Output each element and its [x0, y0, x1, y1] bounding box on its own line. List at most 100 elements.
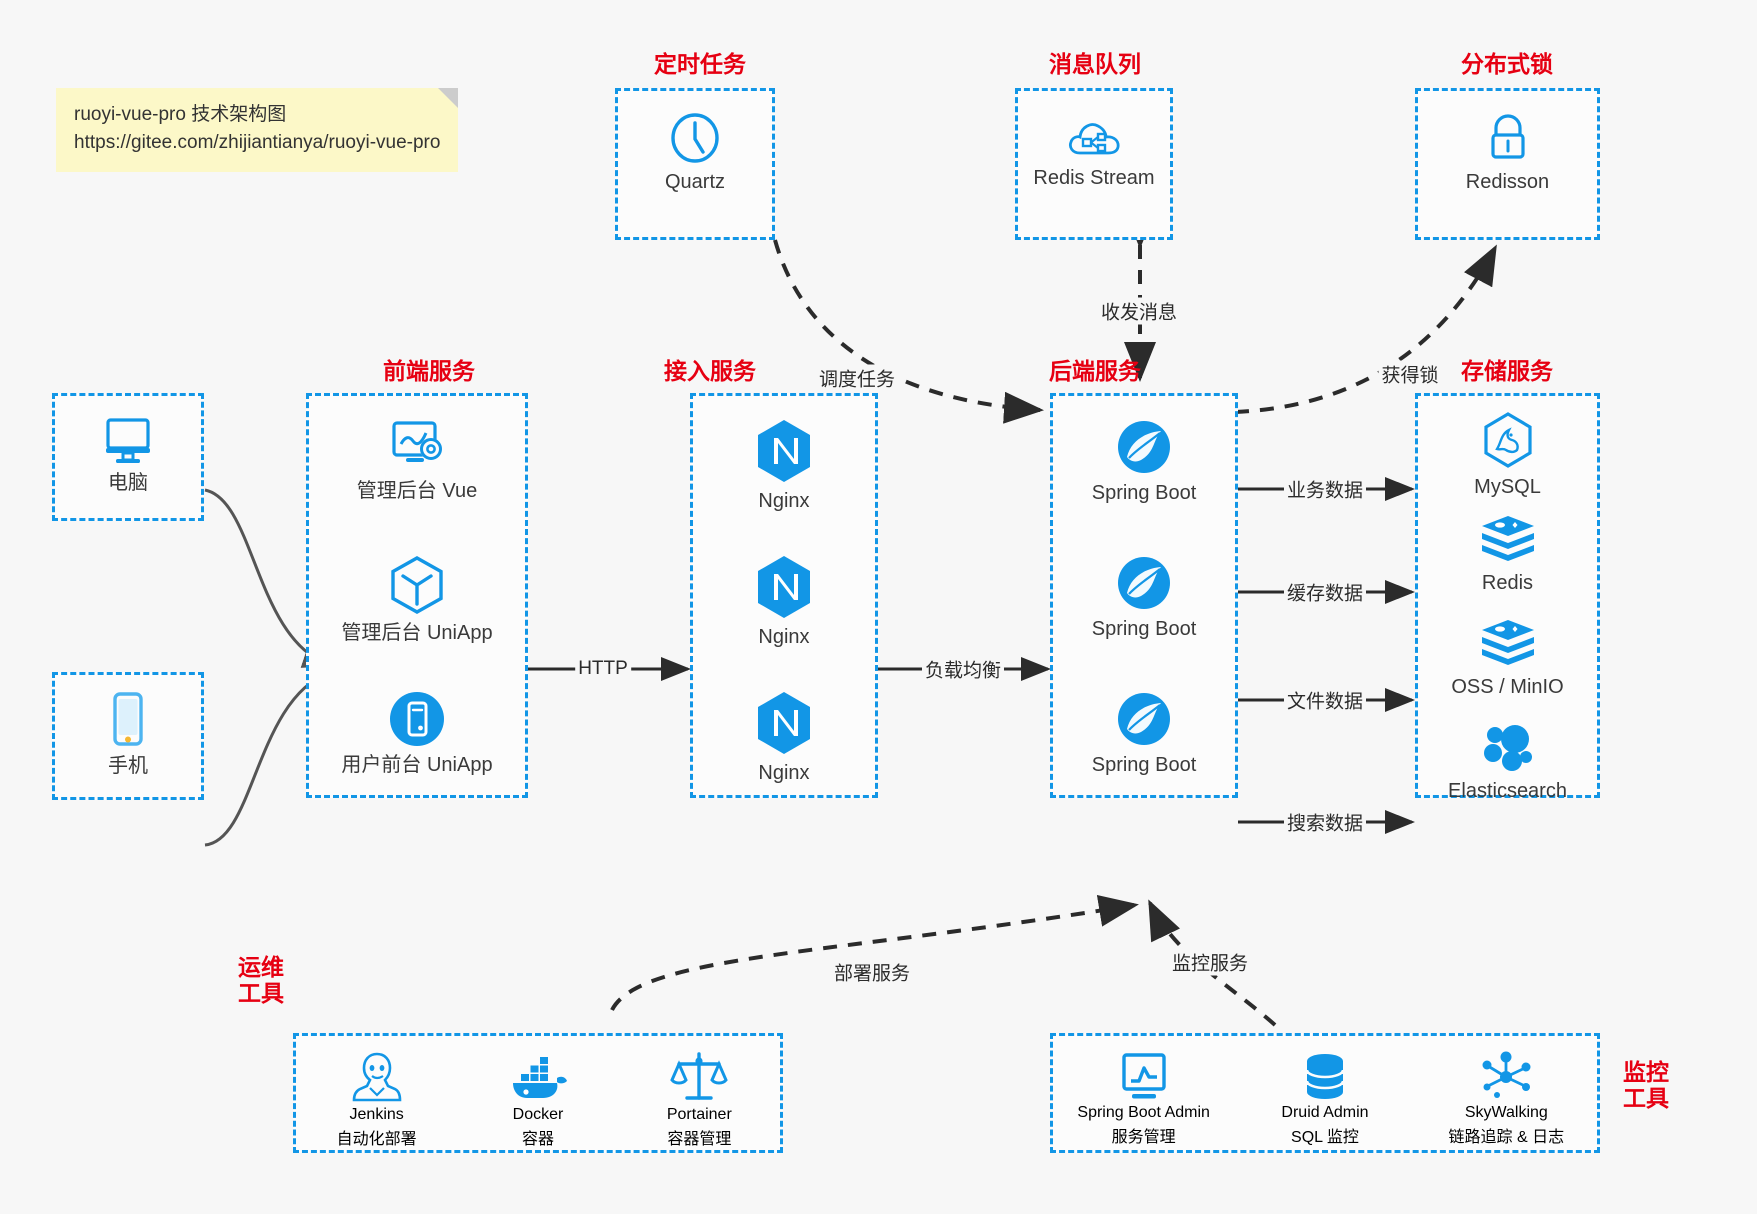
- node-redisson[interactable]: Redisson: [1418, 111, 1597, 194]
- node-nginx-2[interactable]: Nginx: [693, 554, 875, 649]
- node-label: Nginx: [758, 762, 810, 784]
- node-name: Spring Boot Admin: [1077, 1104, 1210, 1121]
- node-nginx-1[interactable]: Nginx: [693, 418, 875, 513]
- node-desktop[interactable]: 电脑: [55, 414, 201, 495]
- node-label: Redis: [1481, 572, 1534, 594]
- monitor-chart-icon: [1121, 1053, 1166, 1099]
- node-redis-stream[interactable]: Redis Stream: [1018, 113, 1170, 190]
- edge-label-schedule-task: 调度任务: [815, 364, 899, 392]
- group-box-gateway: Nginx Nginx Nginx: [690, 393, 878, 798]
- mobile-app-icon: [390, 692, 444, 746]
- group-title-message-queue: 消息队列: [1049, 51, 1141, 77]
- group-title-devops-line1: 运维: [238, 954, 284, 980]
- group-title-monitor-line2: 工具: [1623, 1084, 1669, 1111]
- node-label: Nginx: [758, 626, 810, 648]
- diagram-note: ruoyi-vue-pro 技术架构图 https://gitee.com/zh…: [56, 88, 459, 173]
- mysql-icon: [1483, 412, 1532, 468]
- edge-label-load-balance: 负载均衡: [921, 655, 1005, 683]
- group-title-distributed-lock: 分布式锁: [1461, 51, 1553, 77]
- node-desc: 自动化部署: [336, 1131, 417, 1148]
- node-spring-boot-admin[interactable]: Spring Boot Admin 服务管理: [1053, 1050, 1234, 1147]
- group-box-distributed-lock: Redisson: [1415, 88, 1600, 240]
- node-quartz[interactable]: Quartz: [618, 111, 772, 194]
- node-name: SkyWalking: [1464, 1104, 1548, 1121]
- node-jenkins[interactable]: Jenkins 自动化部署: [296, 1050, 457, 1149]
- node-label: MySQL: [1474, 476, 1541, 498]
- group-box-frontend: 管理后台 Vue 管理后台 UniApp 用户前台 UniApp: [306, 393, 528, 798]
- node-nginx-3[interactable]: Nginx: [693, 690, 875, 785]
- clock-icon: [671, 113, 719, 163]
- node-label: 管理后台 Vue: [356, 480, 478, 502]
- group-title-devops: 运维 工具: [230, 954, 292, 1007]
- edge-label-search-data: 搜索数据: [1283, 808, 1367, 836]
- dashboard-settings-icon: [392, 421, 442, 462]
- group-title-frontend: 前端服务: [383, 358, 475, 384]
- node-elasticsearch[interactable]: Elasticsearch: [1418, 722, 1597, 803]
- node-user-uniapp[interactable]: 用户前台 UniApp: [309, 690, 525, 777]
- group-box-client-mobile: 手机: [52, 672, 204, 800]
- group-box-client-desktop: 电脑: [52, 393, 204, 521]
- node-admin-uniapp[interactable]: 管理后台 UniApp: [309, 554, 525, 645]
- node-desc: 服务管理: [1111, 1129, 1176, 1146]
- group-title-gateway: 接入服务: [664, 358, 756, 384]
- node-label: Quartz: [664, 171, 726, 193]
- node-spring-boot-2[interactable]: Spring Boot: [1053, 554, 1235, 641]
- node-spring-boot-1[interactable]: Spring Boot: [1053, 418, 1235, 505]
- node-name: Druid Admin: [1281, 1104, 1369, 1121]
- mobile-phone-icon: [113, 692, 143, 746]
- node-name: Portainer: [666, 1106, 732, 1123]
- note-line-2: https://gitee.com/zhijiantianya/ruoyi-vu…: [74, 132, 441, 154]
- skywalking-icon: [1482, 1051, 1531, 1098]
- node-druid-admin[interactable]: Druid Admin SQL 监控: [1234, 1050, 1415, 1147]
- node-label: Spring Boot: [1091, 754, 1197, 776]
- node-label: Redis Stream: [1033, 167, 1155, 189]
- node-mysql[interactable]: MySQL: [1418, 412, 1597, 499]
- node-docker[interactable]: Docker 容器: [457, 1050, 618, 1149]
- nginx-icon: [758, 692, 810, 754]
- group-box-storage: MySQL Redis OSS / MinIO: [1415, 393, 1600, 802]
- elasticsearch-icon: [1483, 725, 1532, 771]
- node-label: Nginx: [758, 490, 810, 512]
- node-label: Spring Boot: [1091, 482, 1197, 504]
- node-skywalking[interactable]: SkyWalking 链路追踪 & 日志: [1416, 1050, 1597, 1147]
- edge-label-deploy-service: 部署服务: [830, 958, 914, 986]
- node-portainer[interactable]: Portainer 容器管理: [619, 1050, 780, 1149]
- database-icon: [1305, 1054, 1345, 1099]
- node-name: Docker: [512, 1106, 564, 1123]
- node-oss-minio[interactable]: OSS / MinIO: [1418, 618, 1597, 699]
- note-line-1: ruoyi-vue-pro 技术架构图: [74, 104, 287, 125]
- spring-boot-icon: [1118, 557, 1170, 609]
- jenkins-icon: [352, 1052, 401, 1102]
- node-mobile[interactable]: 手机: [55, 691, 201, 778]
- group-box-message-queue: Redis Stream: [1015, 88, 1173, 240]
- node-name: Jenkins: [349, 1106, 404, 1123]
- redis-icon: [1481, 620, 1534, 665]
- note-folded-corner-icon: [438, 88, 459, 108]
- node-desc: 容器: [521, 1131, 554, 1148]
- node-admin-vue[interactable]: 管理后台 Vue: [309, 418, 525, 503]
- edge-label-http: HTTP: [575, 658, 631, 680]
- node-desc: SQL 监控: [1291, 1129, 1359, 1146]
- edge-label-monitor-service: 监控服务: [1168, 948, 1252, 976]
- node-spring-boot-3[interactable]: Spring Boot: [1053, 690, 1235, 777]
- group-box-backend: Spring Boot Spring Boot Spring Boot: [1050, 393, 1238, 798]
- nginx-icon: [758, 556, 810, 618]
- node-label: Redisson: [1465, 171, 1550, 193]
- padlock-icon: [1490, 114, 1525, 159]
- group-box-monitor: Spring Boot Admin 服务管理 Druid Admin SQL 监…: [1050, 1033, 1600, 1153]
- node-redis[interactable]: Redis: [1418, 514, 1597, 595]
- node-desc: 容器管理: [667, 1131, 732, 1148]
- group-box-devops: Jenkins 自动化部署 Docker 容器: [293, 1033, 783, 1153]
- spring-boot-icon: [1118, 421, 1170, 473]
- edge-label-send-receive-message: 收发消息: [1097, 297, 1181, 325]
- spring-boot-icon: [1118, 693, 1170, 745]
- docker-icon: [512, 1057, 567, 1098]
- cube-icon: [391, 556, 443, 614]
- node-label: 电脑: [108, 472, 148, 494]
- node-label: 手机: [108, 755, 148, 777]
- group-title-monitor-line1: 监控: [1623, 1059, 1669, 1085]
- cloud-stream-icon: [1069, 123, 1120, 155]
- edge-label-file-data: 文件数据: [1283, 686, 1367, 714]
- group-box-scheduled-task: Quartz: [615, 88, 775, 240]
